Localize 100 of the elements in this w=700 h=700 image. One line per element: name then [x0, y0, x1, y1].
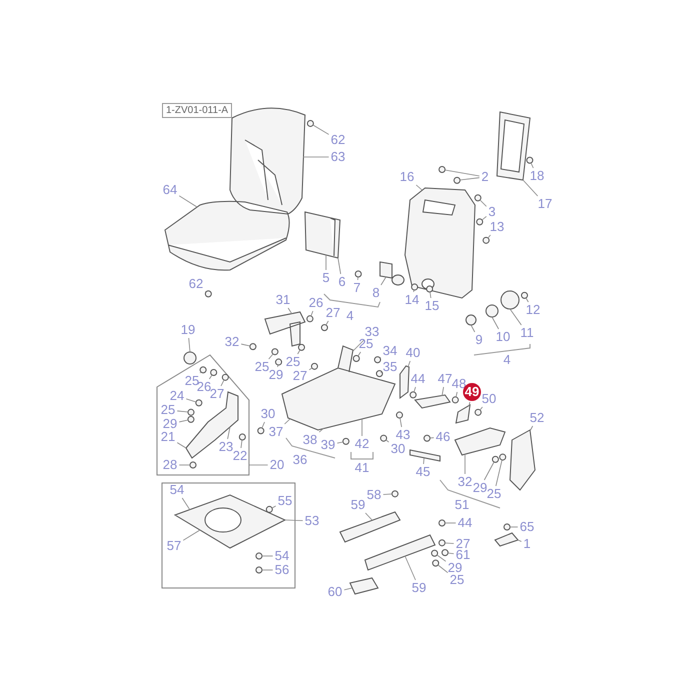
- leader-line: [357, 276, 358, 280]
- callout-number: 44: [410, 372, 426, 386]
- leader-line: [284, 520, 304, 522]
- leader-line: [297, 350, 300, 354]
- callout-number: 7: [352, 281, 362, 295]
- leader-line: [380, 276, 386, 286]
- leader-line: [408, 360, 411, 368]
- leader-line: [470, 324, 476, 332]
- callout-number: 15: [424, 299, 440, 313]
- leader-line: [510, 526, 518, 528]
- callout-number: 60: [326, 585, 344, 599]
- callout-number: 19: [180, 323, 196, 337]
- leader-line: [186, 398, 196, 402]
- callout-number: 29: [162, 417, 178, 431]
- leader-line: [430, 292, 432, 298]
- callout-number: 62: [188, 277, 204, 291]
- callout-number: 59: [410, 581, 428, 595]
- leader-line: [484, 462, 494, 480]
- leader-line: [444, 522, 456, 524]
- leader-line: [468, 402, 470, 406]
- callout-number: 26: [308, 296, 324, 310]
- leader-line: [365, 512, 372, 520]
- leader-line: [336, 442, 344, 444]
- leader-line: [352, 340, 364, 352]
- callout-number: 29: [446, 561, 464, 575]
- callout-number: 51: [454, 498, 470, 512]
- drawing-number: 1-ZV01-011-A: [162, 103, 232, 118]
- leader-line: [312, 124, 330, 135]
- leader-line: [400, 418, 402, 428]
- leader-line: [240, 440, 242, 448]
- leader-line: [442, 386, 444, 396]
- callout-number: 24: [168, 389, 186, 403]
- callout-number: 25: [448, 573, 466, 587]
- callout-number: 46: [434, 430, 452, 444]
- callout-number: 40: [404, 346, 422, 360]
- leader-line: [302, 156, 330, 158]
- callout-number: 37: [268, 425, 284, 439]
- callout-number: 44: [456, 516, 474, 530]
- leader-line: [510, 308, 522, 326]
- callout-number: 59: [350, 498, 366, 512]
- leader-line: [460, 177, 480, 180]
- leader-line: [416, 184, 422, 190]
- leader-line: [277, 364, 278, 368]
- callout-number: 34: [382, 344, 398, 358]
- callout-number: 35: [382, 360, 398, 374]
- leader-line: [227, 426, 230, 440]
- callout-number: 23: [218, 440, 234, 454]
- callout-number: 5: [321, 271, 331, 285]
- leader-line: [344, 588, 352, 590]
- callout-number: 63: [330, 150, 346, 164]
- callout-number: 54: [168, 483, 186, 497]
- leader-line: [248, 464, 268, 466]
- callout-number: 20: [268, 458, 286, 472]
- callout-number: 14: [404, 293, 420, 307]
- callout-number: 38: [302, 433, 318, 447]
- callout-number: 56: [274, 563, 290, 577]
- leader-line: [413, 290, 414, 292]
- leader-line: [272, 506, 276, 508]
- leader-line: [404, 556, 416, 580]
- callout-number: 57: [166, 539, 182, 553]
- leader-line: [382, 494, 392, 495]
- leader-line: [444, 170, 480, 176]
- callout-number: 65: [518, 520, 536, 534]
- leader-line: [220, 380, 224, 386]
- leader-line: [262, 422, 265, 428]
- callout-number: 12: [524, 303, 542, 317]
- callout-number: 27: [324, 306, 342, 320]
- leader-line: [188, 338, 190, 352]
- leader-line: [530, 162, 534, 168]
- leader-line: [178, 195, 198, 208]
- leader-line: [480, 406, 483, 410]
- callout-number: 2: [480, 170, 490, 184]
- leader-line: [386, 440, 390, 442]
- leader-line: [438, 564, 448, 574]
- callout-number: 25: [358, 337, 374, 351]
- callout-number: 18: [528, 169, 546, 183]
- leader-line: [284, 418, 290, 424]
- leader-line: [380, 372, 382, 374]
- callout-number: 54: [274, 549, 290, 563]
- leader-line: [308, 368, 312, 370]
- callout-number: 25: [284, 355, 302, 369]
- callout-number: 9: [474, 333, 484, 347]
- callout-number: 31: [274, 293, 292, 307]
- leader-line: [176, 442, 186, 448]
- callout-number: 29: [472, 481, 488, 495]
- callout-number: 43: [394, 428, 412, 442]
- callout-number: 27: [454, 537, 472, 551]
- callout-number: 25: [184, 374, 200, 388]
- callout-number: 30: [390, 442, 406, 456]
- leader-line: [208, 374, 212, 380]
- leader-line: [444, 542, 454, 544]
- leader-line: [268, 354, 274, 360]
- callout-number: 64: [162, 183, 178, 197]
- callout-number: 25: [486, 487, 502, 501]
- leader-line: [464, 454, 466, 474]
- callout-number: 13: [488, 220, 506, 234]
- leader-line: [423, 458, 424, 464]
- callout-number: 8: [371, 286, 381, 300]
- callout-number: 3: [487, 205, 497, 219]
- callout-number: 30: [260, 407, 276, 421]
